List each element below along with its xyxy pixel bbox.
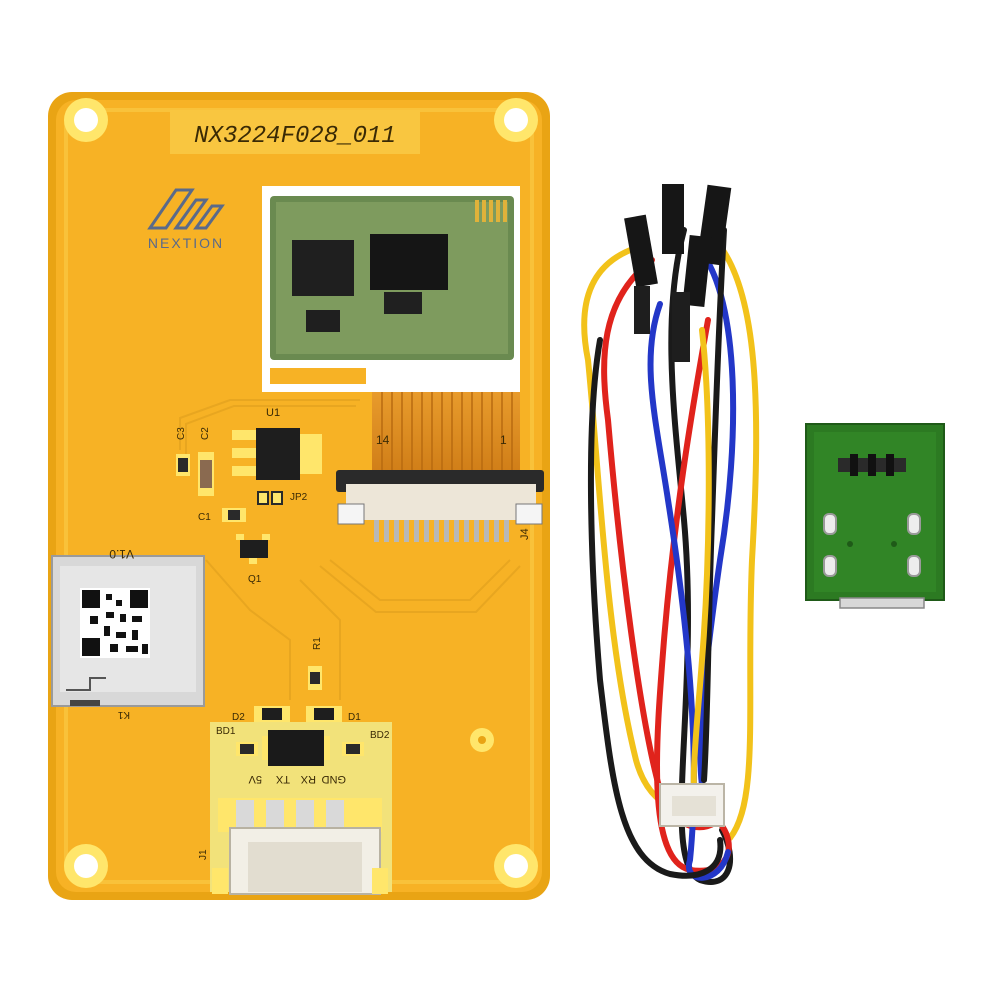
connector-j4-label: J4 (519, 528, 531, 540)
pin-label-5v: 5V (248, 773, 262, 785)
connector-j1-label: J1 (198, 849, 209, 860)
transistor-q1-label: Q1 (248, 574, 262, 585)
version-label: V1.0 (109, 547, 134, 561)
capacitor-c1-label: C1 (198, 512, 211, 523)
fpc-pin-14-label: 14 (376, 433, 390, 447)
diode-d2-label: D2 (232, 712, 245, 723)
mounting-hole-bottom-left (64, 844, 108, 888)
mounting-hole-top-right (494, 98, 538, 142)
capacitor-c3-label: C3 (176, 427, 187, 440)
display-flex-cable (372, 392, 520, 472)
transistor-q1 (236, 534, 270, 564)
touch-controller-module (262, 186, 520, 392)
resistor-r1 (308, 666, 322, 690)
regulator-u1-label: U1 (266, 407, 280, 419)
mounting-hole-top-left (64, 98, 108, 142)
capacitor-c2-label: C2 (200, 427, 211, 440)
diode-d2 (254, 706, 290, 722)
fpc-connector-j4 (336, 470, 544, 542)
bead-bd2-label: BD2 (370, 730, 390, 741)
dupont-cable (581, 184, 760, 885)
capacitor-c3 (176, 454, 190, 476)
regulator-u1 (232, 428, 322, 480)
usb-adapter-board (805, 423, 945, 609)
header-connector-j1 (212, 798, 388, 895)
bead-bd1-label: BD1 (216, 726, 236, 737)
sd-slot-k1-label: K1 (117, 709, 130, 720)
model-label: NX3224F028_011 (194, 123, 396, 150)
usb-port (839, 597, 925, 609)
bead-bd1 (236, 742, 258, 756)
wire-blue (697, 247, 737, 825)
bead-bd2 (342, 742, 364, 756)
jumper-jp2-label: JP2 (290, 492, 308, 503)
mounting-hole-bottom-right (494, 844, 538, 888)
diode-d1-label: D1 (348, 712, 361, 723)
qr-code (80, 588, 150, 658)
pin-label-gnd: GND (322, 773, 347, 785)
pin-labels: 5V TX RX GND (248, 773, 346, 785)
dupont-connector (624, 184, 732, 362)
pin-label-rx: RX (300, 773, 316, 785)
pin-label-tx: TX (275, 773, 290, 785)
brand-label: NEXTION (148, 235, 224, 251)
diode-d1 (306, 706, 342, 722)
capacitor-c1 (222, 508, 246, 522)
nextion-logo (147, 188, 225, 230)
jumper-jp2 (257, 491, 283, 505)
jst-connector (659, 783, 725, 827)
fpc-pin-1-label: 1 (500, 433, 507, 447)
capacitor-c2 (198, 452, 214, 496)
power-ic (262, 730, 330, 766)
resistor-r1-label: R1 (312, 637, 323, 650)
sd-card-slot-k1 (51, 555, 205, 707)
nextion-display-board: NX3224F028_011 NEXTION (48, 92, 550, 900)
